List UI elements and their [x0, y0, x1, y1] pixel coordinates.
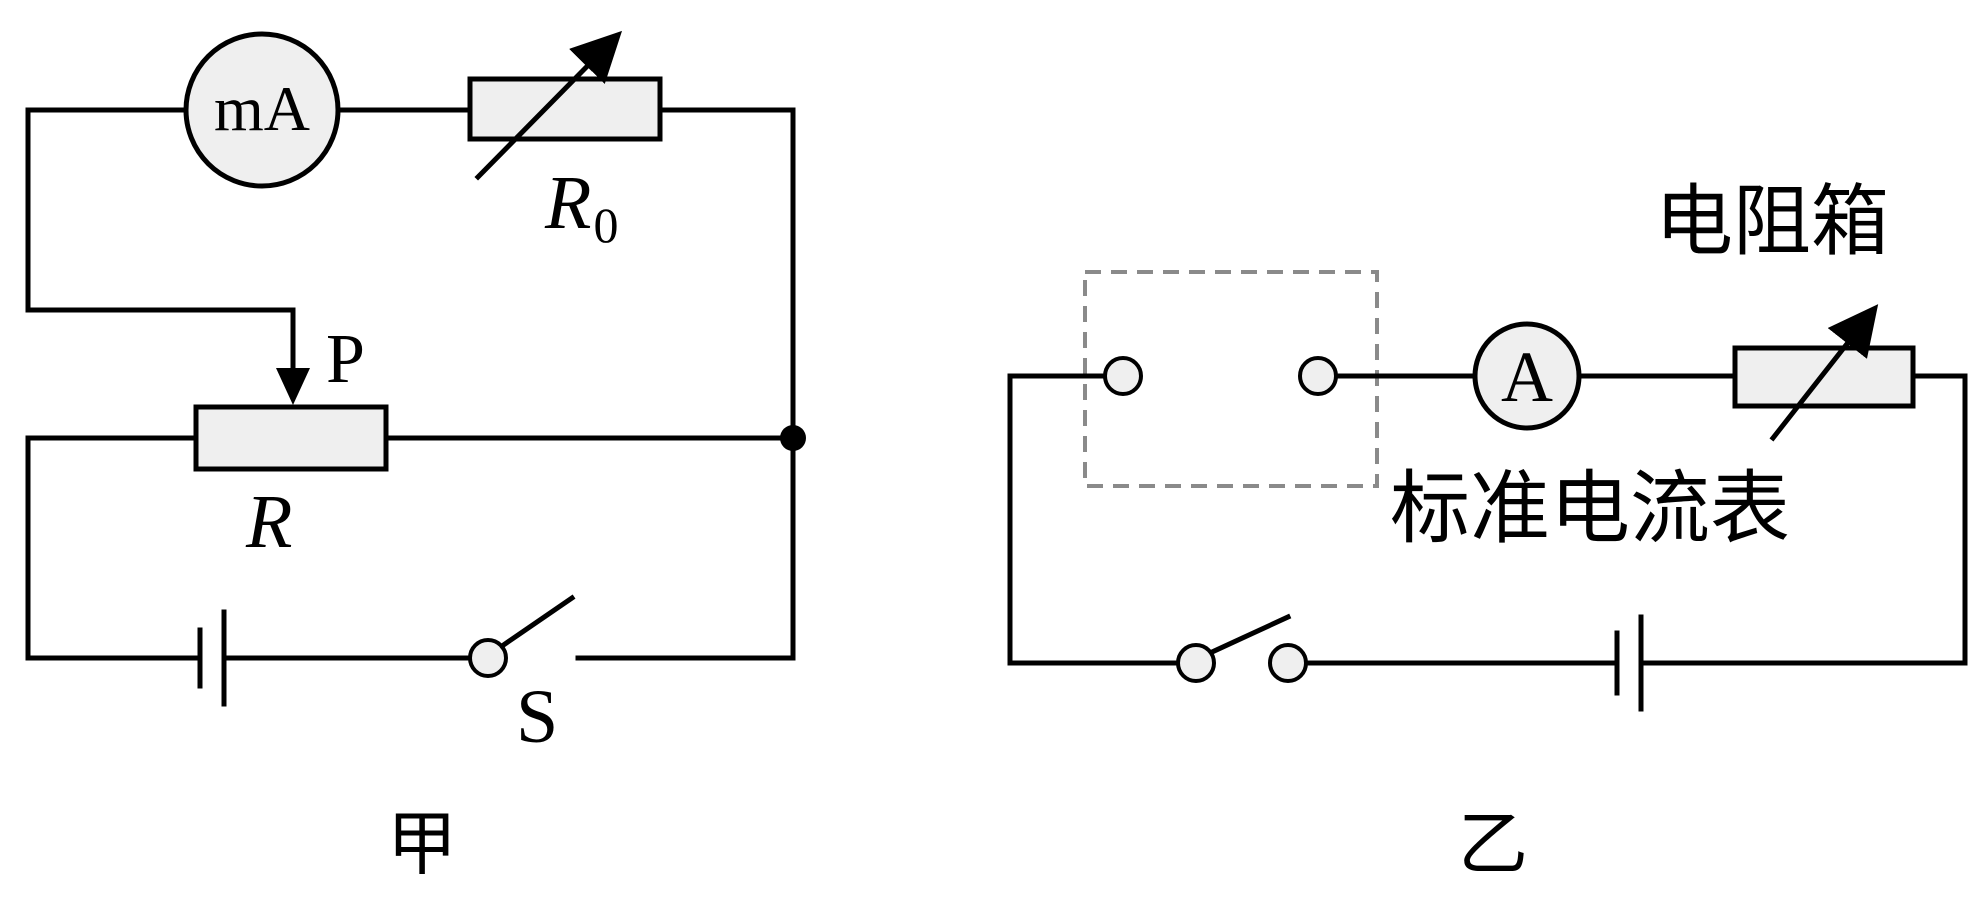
jia-bottom-wire: [25, 435, 796, 661]
standard-ammeter-label: 标准电流表: [1390, 462, 1790, 555]
ammeter-label: A: [1501, 337, 1553, 417]
rheostat-r0-arrow-icon: [474, 30, 623, 181]
switch-s-label: S: [516, 675, 558, 759]
terminal-right-icon: [1298, 356, 1338, 396]
resistance-box-label: 电阻箱: [1655, 177, 1889, 267]
terminal-left-icon: [1103, 356, 1143, 396]
junction-dot: [780, 425, 806, 451]
switch-left-terminal-icon: [1176, 643, 1216, 683]
caption-yi: 乙: [1458, 803, 1528, 885]
jia-left-wire: [25, 107, 296, 373]
slider-p-label: P: [326, 321, 365, 398]
circuit-jia: mA R0 P R S 甲: [25, 30, 806, 885]
switch-s-terminal-icon: [468, 638, 508, 678]
slider-arrow-icon: [276, 368, 310, 405]
switch-lever-icon: [1208, 613, 1292, 656]
caption-jia: 甲: [387, 803, 457, 885]
switch-s-lever-icon: [498, 594, 576, 650]
rheostat-r0-label: R0: [544, 161, 618, 253]
rheostat-r0-icon: [467, 76, 663, 142]
circuit-yi: A 电阻箱 标准电流表 乙: [1007, 177, 1968, 885]
milliammeter-icon: [183, 31, 341, 189]
yi-top-wire: [1007, 373, 1968, 666]
jia-top-wire: [25, 107, 796, 661]
ammeter-icon: [1472, 321, 1582, 431]
milliammeter-label: mA: [214, 73, 310, 144]
resistance-box-arrow-icon: [1769, 304, 1879, 442]
yi-left-wire: [1007, 373, 1181, 666]
unknown-meter-dashed-box: [1083, 270, 1379, 488]
resistor-r-label: R: [245, 480, 292, 564]
resistor-r-icon: [193, 404, 389, 472]
switch-right-terminal-icon: [1268, 643, 1308, 683]
